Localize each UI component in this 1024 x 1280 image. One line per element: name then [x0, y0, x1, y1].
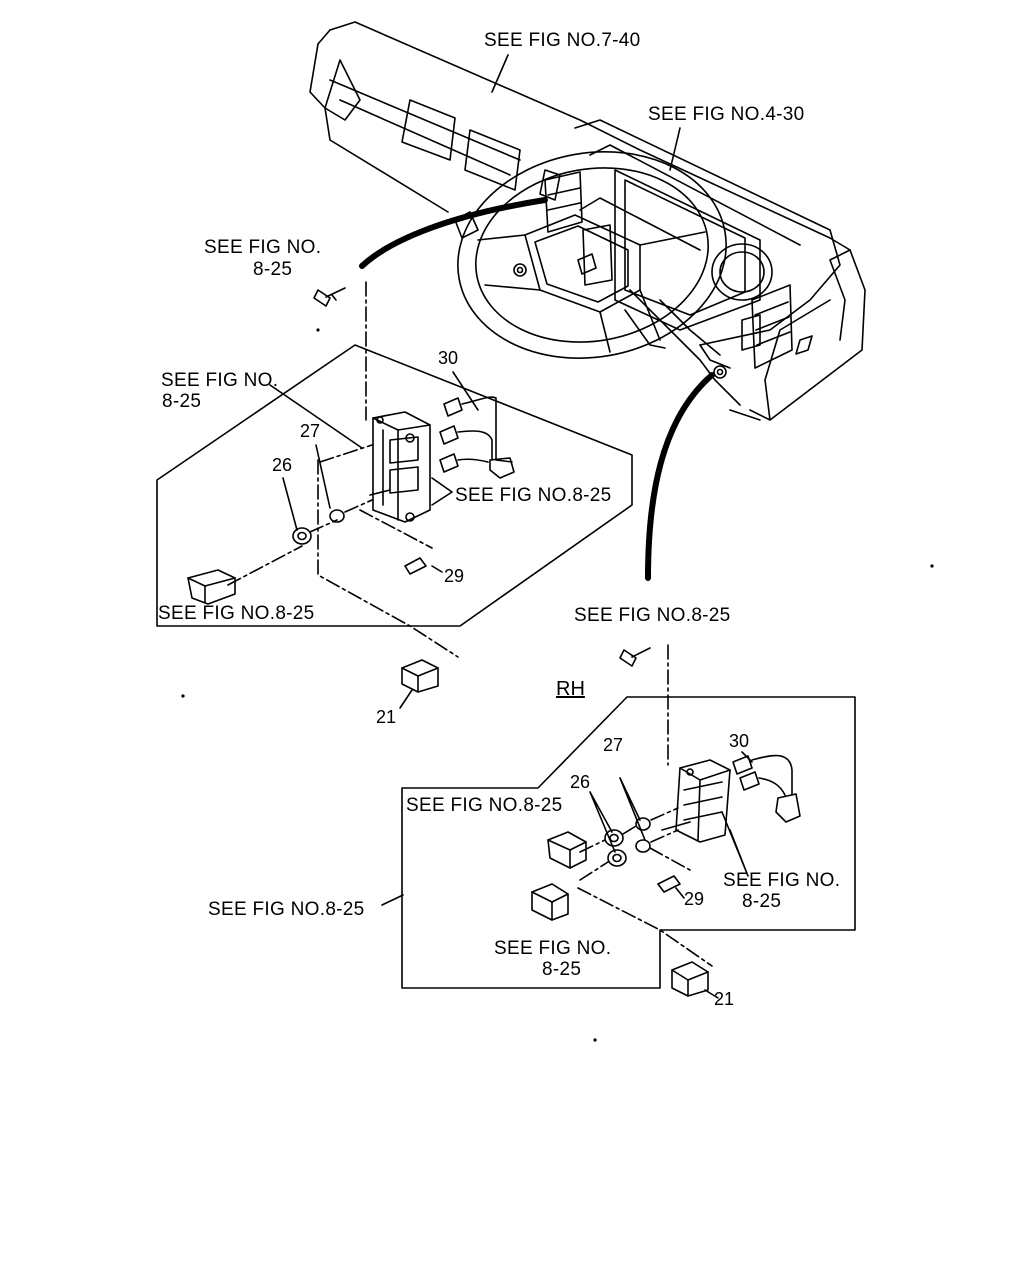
ref-cover-rh-bottom-line2: 8-25 [542, 959, 582, 980]
washer-lh [330, 510, 344, 522]
ref-switch-rh-line2: 8-25 [742, 891, 782, 912]
clip-rh [672, 962, 708, 996]
bulbs-lh [440, 397, 514, 478]
leader-dash-right [670, 128, 680, 170]
ref-panel-lh-line1: SEE FIG NO. [161, 370, 279, 391]
ref-dash-right: SEE FIG NO.4-30 [648, 104, 805, 125]
harness-cable-rh [648, 375, 712, 578]
ref-switch-rh-line1: SEE FIG NO. [723, 870, 841, 891]
ref-screw-lh-line1: SEE FIG NO. [204, 237, 322, 258]
ref-panel-lh-line2: 8-25 [162, 391, 202, 412]
bulbs-rh [733, 756, 800, 822]
side-label-rh: RH [556, 678, 585, 700]
part-21-rh: 21 [714, 989, 735, 1009]
knob-cover-rh-bottom [532, 884, 568, 920]
ref-dash-top: SEE FIG NO.7-40 [484, 30, 641, 51]
part-29-rh: 29 [684, 889, 705, 909]
ref-screw-lh-line2: 8-25 [253, 259, 293, 280]
bushings-rh [605, 830, 626, 866]
part-27-lh: 27 [300, 421, 321, 441]
part-29-lh: 29 [444, 566, 465, 586]
part-30-rh: 30 [729, 731, 750, 751]
lh-switch-assembly [157, 282, 632, 708]
part-30-lh: 30 [438, 348, 459, 368]
ref-cover-rh-bottom-line1: SEE FIG NO. [494, 938, 612, 959]
switch-body-lh [370, 412, 430, 522]
ref-switch-lh: SEE FIG NO.8-25 [455, 485, 612, 506]
clip-lh [402, 660, 438, 692]
bushing-lh [293, 528, 311, 544]
ref-cover-lh: SEE FIG NO.8-25 [158, 603, 315, 624]
ref-cover-rh-top: SEE FIG NO.8-25 [406, 795, 563, 816]
ref-screw-rh: SEE FIG NO.8-25 [574, 605, 731, 626]
screw-lh [314, 288, 345, 306]
part-27-rh: 27 [603, 735, 624, 755]
part-26-lh: 26 [272, 455, 293, 475]
switch-body-rh [662, 760, 730, 842]
screw-rh [620, 648, 650, 666]
knob-cover-rh-top [548, 832, 586, 868]
part-26-rh: 26 [570, 772, 591, 792]
rh-switch-assembly [382, 645, 855, 998]
dashboard [310, 22, 865, 420]
bulb-29-rh [658, 876, 680, 892]
leader-dash-top [492, 55, 508, 92]
part-21-lh: 21 [376, 707, 397, 727]
bulb-29-lh [405, 558, 426, 574]
steering-wheel [441, 131, 742, 379]
knob-cover-lh [188, 570, 235, 604]
harness-cable-lh [362, 200, 545, 266]
ref-panel-rh: SEE FIG NO.8-25 [208, 899, 365, 920]
